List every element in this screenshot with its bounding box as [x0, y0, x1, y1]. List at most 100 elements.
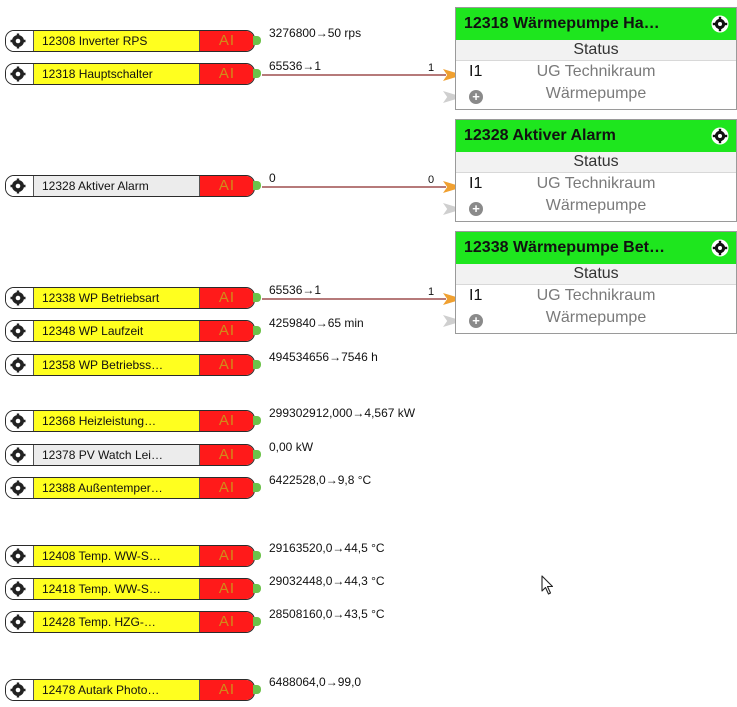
gear-icon	[10, 480, 26, 496]
panel-waermepumpe-betriebsart[interactable]: 12338 Wärmepumpe Bet… Status I1 UG Techn…	[455, 231, 737, 334]
block-name: 12418 Temp. WW-S…	[34, 579, 200, 599]
panel-add-row[interactable]: + Wärmepumpe	[456, 197, 736, 219]
output-port[interactable]	[253, 617, 261, 626]
panel-header[interactable]: 12328 Aktiver Alarm	[456, 120, 736, 152]
block-value: 0,00 kW	[269, 440, 314, 454]
block-settings-button[interactable]	[6, 546, 34, 566]
block-settings-button[interactable]	[6, 288, 34, 308]
block-settings-button[interactable]	[6, 579, 34, 599]
input-arrow-icon[interactable]	[443, 315, 455, 327]
output-port[interactable]	[253, 483, 261, 492]
gear-icon	[10, 614, 26, 630]
gear-icon	[10, 682, 26, 698]
input-arrow-icon[interactable]	[443, 293, 455, 305]
block-type-badge: AI	[200, 288, 254, 308]
input-arrow-icon[interactable]	[443, 69, 455, 81]
panel-input-row[interactable]: I1 UG Technikraum	[456, 61, 736, 85]
block-value: 29032448,0→44,3 °C	[269, 574, 385, 588]
input-location: UG Technikraum	[536, 175, 656, 192]
panel-input-row[interactable]: I1 UG Technikraum	[456, 173, 736, 197]
block-settings-button[interactable]	[6, 321, 34, 341]
block-value: 0	[269, 171, 276, 185]
block-settings-button[interactable]	[6, 31, 34, 51]
mouse-pointer-icon	[541, 575, 554, 595]
panel-title: 12328 Aktiver Alarm	[464, 127, 616, 144]
block-value: 4259840→65 min	[269, 316, 364, 330]
block-type-badge: AI	[200, 546, 254, 566]
block-settings-button[interactable]	[6, 411, 34, 431]
panel-status: Status	[456, 40, 736, 61]
block-settings-button[interactable]	[6, 445, 34, 465]
block-name: 12368 Heizleistung…	[34, 411, 200, 431]
block-type-badge: AI	[200, 478, 254, 498]
gear-icon	[10, 548, 26, 564]
panel-header[interactable]: 12318 Wärmepumpe Ha…	[456, 8, 736, 40]
block-value: 6488064,0→99,0	[269, 675, 362, 689]
plus-circle-icon[interactable]: +	[469, 202, 483, 216]
panel-input-row[interactable]: I1 UG Technikraum	[456, 285, 736, 309]
panel-add-row[interactable]: + Wärmepumpe	[456, 85, 736, 107]
gear-icon	[10, 33, 26, 49]
wire-input-value: 1	[428, 286, 435, 298]
block-value: 6422528,0→9,8 °C	[269, 473, 372, 487]
ai-block-autark-photovoltaik[interactable]: 12478 Autark Photo…AI	[5, 679, 261, 701]
ai-block-temp-hzg[interactable]: 12428 Temp. HZG-…AI	[5, 611, 261, 633]
input-arrow-icon[interactable]	[443, 91, 455, 103]
output-port[interactable]	[253, 36, 261, 45]
output-port[interactable]	[253, 293, 261, 302]
block-name: 12378 PV Watch Lei…	[34, 445, 200, 465]
output-port[interactable]	[253, 551, 261, 560]
output-port[interactable]	[253, 584, 261, 593]
input-label: I1	[469, 175, 483, 192]
panel-device: Wärmepumpe	[545, 197, 647, 214]
block-settings-button[interactable]	[6, 478, 34, 498]
output-port[interactable]	[253, 326, 261, 335]
ai-block-heizleistung[interactable]: 12368 Heizleistung…AI	[5, 410, 261, 432]
panel-add-row[interactable]: + Wärmepumpe	[456, 309, 736, 331]
input-arrow-icon[interactable]	[443, 181, 455, 193]
output-port[interactable]	[253, 360, 261, 369]
block-type-badge: AI	[200, 321, 254, 341]
block-value: 494534656→7546 h	[269, 350, 378, 364]
block-name: 12308 Inverter RPS	[34, 31, 200, 51]
block-type-badge: AI	[200, 579, 254, 599]
block-value: 3276800→50 rps	[269, 26, 362, 40]
block-settings-button[interactable]	[6, 176, 34, 196]
output-port[interactable]	[253, 181, 261, 190]
gear-icon[interactable]	[711, 15, 729, 33]
block-settings-button[interactable]	[6, 680, 34, 700]
block-settings-button[interactable]	[6, 355, 34, 375]
panel-waermepumpe-hauptschalter[interactable]: 12318 Wärmepumpe Ha… Status I1 UG Techni…	[455, 7, 737, 110]
block-name: 12328 Aktiver Alarm	[34, 176, 200, 196]
plus-circle-icon[interactable]: +	[469, 90, 483, 104]
ai-block-temp-ww-2[interactable]: 12418 Temp. WW-S…AI	[5, 578, 261, 600]
output-port[interactable]	[253, 69, 261, 78]
output-port[interactable]	[253, 450, 261, 459]
wire-input-value: 1	[428, 62, 435, 74]
block-name: 12338 WP Betriebsart	[34, 288, 200, 308]
panel-title: 12318 Wärmepumpe Ha…	[464, 15, 660, 32]
plus-circle-icon[interactable]: +	[469, 314, 483, 328]
ai-block-pv-watch[interactable]: 12378 PV Watch Lei…AI	[5, 444, 261, 466]
gear-icon[interactable]	[711, 239, 729, 257]
panel-aktiver-alarm[interactable]: 12328 Aktiver Alarm Status I1 UG Technik…	[455, 119, 737, 222]
ai-block-wp-betriebsstunden[interactable]: 12358 WP Betriebss…AI	[5, 354, 261, 376]
block-type-badge: AI	[200, 355, 254, 375]
ai-block-aussentemperatur[interactable]: 12388 Außentemper…AI	[5, 477, 261, 499]
input-arrow-icon[interactable]	[443, 203, 455, 215]
block-settings-button[interactable]	[6, 612, 34, 632]
ai-block-temp-ww-1[interactable]: 12408 Temp. WW-S…AI	[5, 545, 261, 567]
block-name: 12388 Außentemper…	[34, 478, 200, 498]
block-type-badge: AI	[200, 31, 254, 51]
block-settings-button[interactable]	[6, 64, 34, 84]
gear-icon[interactable]	[711, 127, 729, 145]
output-port[interactable]	[253, 685, 261, 694]
output-port[interactable]	[253, 416, 261, 425]
panel-header[interactable]: 12338 Wärmepumpe Bet…	[456, 232, 736, 264]
block-value: 65536→1	[269, 283, 322, 297]
